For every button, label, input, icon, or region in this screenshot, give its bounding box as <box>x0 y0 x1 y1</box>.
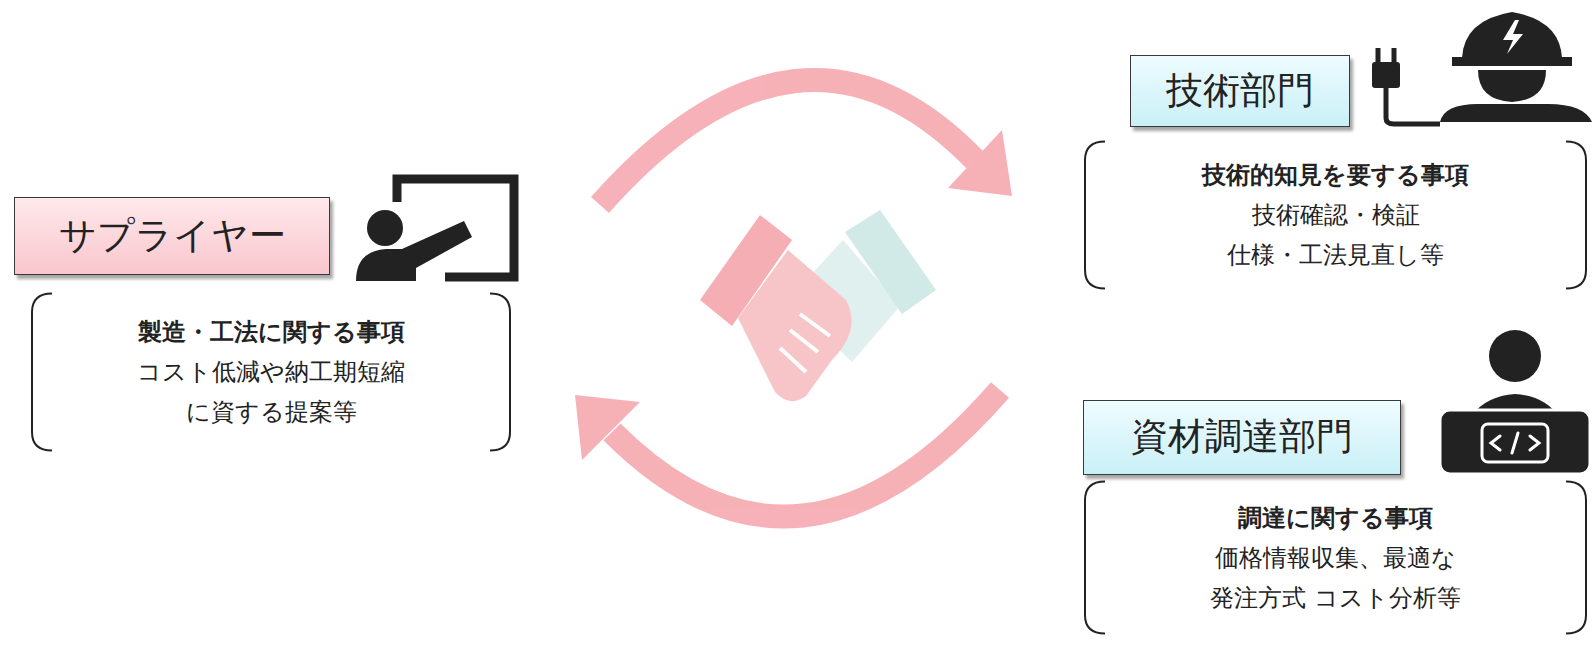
code-symbol <box>1491 433 1539 453</box>
bracket-line <box>1566 482 1586 634</box>
laptop <box>1440 410 1590 474</box>
note-heading: 調達に関する事項 <box>1238 498 1433 538</box>
note-heading: 技術的知見を要する事項 <box>1202 155 1469 195</box>
note-body: 価格情報収集、最適な 発注方式 コスト分析等 <box>1200 538 1472 618</box>
lightning <box>1503 20 1523 54</box>
cuff-teal <box>845 210 936 314</box>
cable <box>1386 88 1440 124</box>
head <box>1489 330 1541 382</box>
body <box>356 221 472 281</box>
role-label-box: 資材調達部門 <box>1083 400 1401 475</box>
note-body: 技術確認・検証 仕様・工法見直し等 <box>1220 195 1452 275</box>
box-title: サプライヤー <box>59 216 286 257</box>
bracketed-note: 技術的知見を要する事項技術確認・検証 仕様・工法見直し等 <box>1083 140 1588 290</box>
bracket-line <box>490 294 510 451</box>
bracketed-note: 調達に関する事項価格情報収集、最適な 発注方式 コスト分析等 <box>1083 480 1588 635</box>
arrow-head <box>575 395 640 460</box>
worker-icon <box>1372 12 1592 124</box>
bracketed-note: 製造・工法に関する事項コスト低減や納工期短縮 に資する提案等 <box>30 292 512 452</box>
bracket-line <box>1085 482 1105 634</box>
role-label-box: サプライヤー <box>14 197 330 275</box>
cycle-arrow-bottom <box>612 390 1000 517</box>
helmet-brim <box>1452 57 1572 66</box>
presenter-icon <box>356 179 514 281</box>
plug-prongs <box>1378 48 1394 62</box>
cycle-arrows <box>575 80 1012 517</box>
plug <box>1372 62 1400 88</box>
hand-pink <box>738 250 852 401</box>
laptop-screen <box>1482 424 1548 462</box>
role-label-box: 技術部門 <box>1130 55 1350 127</box>
bracket-line <box>1566 142 1586 289</box>
cycle-arrow-top <box>600 80 975 205</box>
helmet <box>1462 12 1562 58</box>
face <box>1478 70 1546 102</box>
arrow-head <box>948 130 1012 196</box>
bracket-line <box>32 294 52 451</box>
box-title: 技術部門 <box>1166 71 1314 112</box>
developer-icon <box>1440 330 1590 474</box>
finger-lines <box>780 314 830 372</box>
handshake-icon <box>700 210 936 401</box>
box-title: 資材調達部門 <box>1131 417 1353 458</box>
note-body: コスト低減や納工期短縮 に資する提案等 <box>130 352 412 432</box>
bracket-line <box>1085 142 1105 289</box>
note-heading: 製造・工法に関する事項 <box>138 312 405 352</box>
head <box>367 210 403 246</box>
shoulders <box>1440 104 1592 122</box>
